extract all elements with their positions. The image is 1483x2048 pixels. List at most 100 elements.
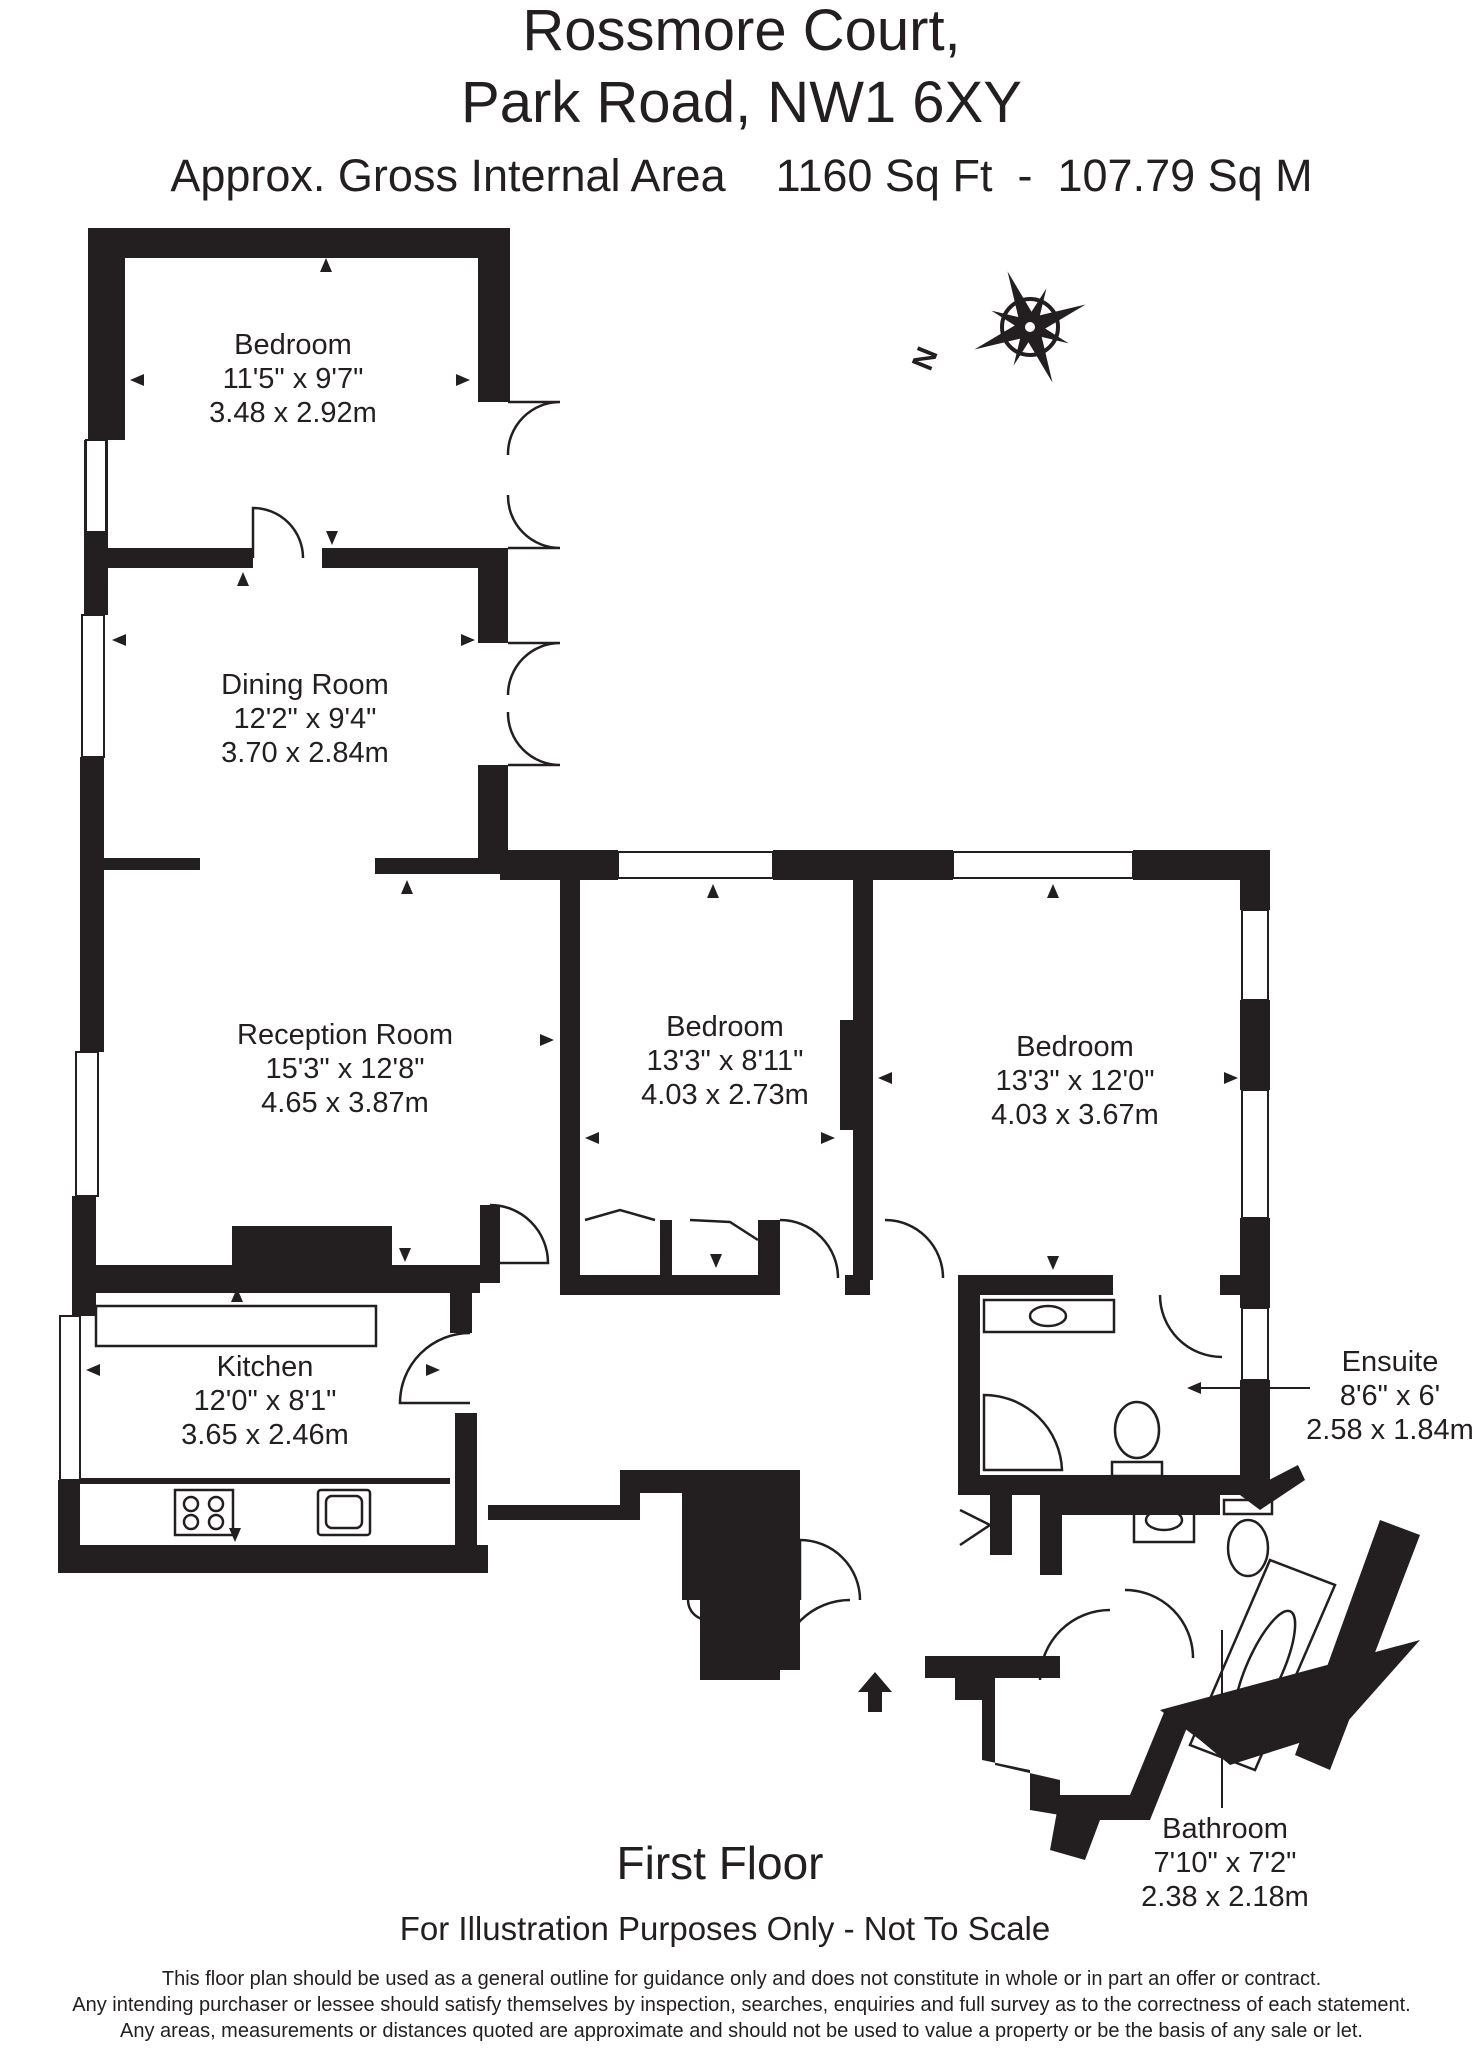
room-metric: 4.03 x 2.73m xyxy=(641,1079,809,1111)
wall-bathroom-north xyxy=(1060,1495,1220,1515)
ensuite-basin xyxy=(1028,1304,1068,1328)
wall-ensuite-south xyxy=(958,1475,1248,1495)
window-bedroom3-north xyxy=(952,851,1134,879)
bathroom-basin xyxy=(1144,1508,1184,1532)
hob-ring xyxy=(207,1495,225,1513)
bathroom-wc-bowl xyxy=(1226,1518,1270,1578)
arrow-marker xyxy=(426,1364,440,1376)
wall-reception-bedroom2 xyxy=(560,880,580,1280)
window-bedroom3-east-upper xyxy=(1241,909,1269,1001)
room-imperial: 11'5" x 9'7" xyxy=(222,363,364,395)
robe-doors xyxy=(584,1208,759,1242)
wall-bathroom-east xyxy=(1295,1520,1420,1770)
window-ensuite-east xyxy=(1241,1307,1269,1381)
arrow-marker xyxy=(320,258,332,272)
room-metric: 4.03 x 3.67m xyxy=(991,1099,1159,1131)
room-imperial: 13'3" x 12'0" xyxy=(995,1065,1155,1097)
compass-rose xyxy=(974,271,1086,383)
room-imperial: 15'3" x 12'8" xyxy=(265,1053,425,1085)
bathroom-vanity xyxy=(1132,1500,1196,1544)
room-imperial: 13'3" x 8'11" xyxy=(646,1045,804,1077)
room-label-bedroom-2: Bedroom 13'3" x 8'11" 4.03 x 2.73m xyxy=(600,1010,850,1112)
door-dining-french-lower xyxy=(506,711,561,767)
room-imperial: 12'2" x 9'4" xyxy=(233,703,377,735)
wall-store-right xyxy=(1040,1495,1062,1575)
wall-kitchen-north xyxy=(80,1283,480,1293)
kitchen-sink xyxy=(316,1488,372,1537)
kitchen-hob xyxy=(173,1488,235,1537)
arrow-marker xyxy=(86,1364,100,1376)
door-bedroom2 xyxy=(779,1218,840,1279)
wall-kitchen-east-lower xyxy=(455,1413,477,1571)
ensuite-vanity xyxy=(982,1298,1116,1334)
hob-ring xyxy=(182,1495,200,1513)
disclaimer-line-3: Any areas, measurements or distances quo… xyxy=(120,2020,1363,2042)
window-kitchen-west xyxy=(59,1315,81,1481)
room-name: Bathroom xyxy=(1162,1813,1288,1845)
room-label-kitchen: Kitchen 12'0" x 8'1" 3.65 x 2.46m xyxy=(140,1350,390,1452)
window-bedroom-west xyxy=(85,439,107,533)
door-bathroom xyxy=(1124,1588,1195,1659)
arrow-marker xyxy=(821,1132,835,1144)
window-dining-west xyxy=(81,614,105,758)
arrow-marker xyxy=(710,1254,722,1268)
ensuite-shower xyxy=(982,1393,1064,1472)
room-name: Bedroom xyxy=(234,329,352,361)
wall-reception-south-left xyxy=(80,1265,480,1283)
window-bedroom2-north xyxy=(617,851,774,879)
wall-bedroom2-bedroom3 xyxy=(853,880,873,1280)
wc-bowl xyxy=(703,1496,751,1556)
door-entrance xyxy=(778,1598,851,1671)
wall-east-dining-upper xyxy=(478,568,508,643)
area-sqft: 1160 Sq Ft xyxy=(775,150,993,201)
arrow-marker xyxy=(1224,1072,1238,1084)
arrow-marker xyxy=(707,884,719,898)
wc-cistern xyxy=(700,1476,754,1496)
arrow-marker xyxy=(229,1528,241,1542)
room-metric: 2.58 x 1.84m xyxy=(1306,1414,1474,1446)
room-metric: 2.38 x 2.18m xyxy=(1141,1881,1309,1913)
wall-bedroom2-robe xyxy=(840,1020,853,1130)
door-dining-french-upper xyxy=(506,641,561,696)
door-bedroom-dining xyxy=(251,506,305,559)
door-ensuite xyxy=(1158,1294,1223,1359)
arrow-marker xyxy=(1047,1256,1059,1270)
chimney-breast xyxy=(232,1226,392,1266)
floor-label: First Floor xyxy=(616,1837,824,1889)
wall-dining-reception-right xyxy=(375,858,508,874)
wall-ensuite-west xyxy=(958,1295,980,1480)
door-bedroom-french-lower xyxy=(506,494,561,550)
room-metric: 3.48 x 2.92m xyxy=(209,397,377,429)
arrow-marker xyxy=(1047,884,1059,898)
disclaimer-line-1: This floor plan should be used as a gene… xyxy=(161,1968,1322,1990)
wall-bedroom2-se xyxy=(758,1220,780,1295)
room-label-bathroom: Bathroom 7'10" x 7'2" 2.38 x 2.18m xyxy=(1110,1812,1340,1914)
room-imperial: 7'10" x 7'2" xyxy=(1153,1847,1297,1879)
window-reception-west xyxy=(75,1051,99,1197)
door-kitchen xyxy=(398,1331,471,1405)
cupboard-door xyxy=(959,1508,993,1547)
area-separator: - xyxy=(1017,150,1033,201)
wall-hall-south-west xyxy=(488,1470,780,1680)
wall-bedroom-dining-left xyxy=(108,548,253,568)
kitchen-counter xyxy=(94,1304,378,1348)
hob-ring xyxy=(182,1513,200,1531)
wall-bedroom2-south xyxy=(560,1275,770,1295)
room-imperial: 8'6" x 6' xyxy=(1339,1380,1441,1412)
wall-west-lower xyxy=(72,1196,96,1316)
room-name: Ensuite xyxy=(1341,1346,1439,1378)
disclaimer-line-2: Any intending purchaser or lessee should… xyxy=(72,1994,1411,2016)
wall-robe-divider xyxy=(660,1220,672,1280)
entrance-arrow xyxy=(858,1672,892,1712)
door-bedroom-french-upper xyxy=(506,400,561,456)
arrow-marker xyxy=(399,1248,411,1262)
room-imperial: 12'0" x 8'1" xyxy=(193,1385,337,1417)
door-wc xyxy=(798,1538,862,1601)
room-label-ensuite: Ensuite 8'6" x 6' 2.58 x 1.84m xyxy=(1300,1345,1480,1447)
wall-kitchen-east xyxy=(450,1283,472,1333)
wall-store-left xyxy=(990,1495,1012,1555)
wall-bedroom3-south-left xyxy=(845,1275,870,1295)
wall-east-bedroom-upper xyxy=(1240,880,1270,910)
gross-internal-area: Approx. Gross Internal Area 1160 Sq Ft -… xyxy=(0,150,1483,202)
area-label: Approx. Gross Internal Area xyxy=(170,150,726,201)
